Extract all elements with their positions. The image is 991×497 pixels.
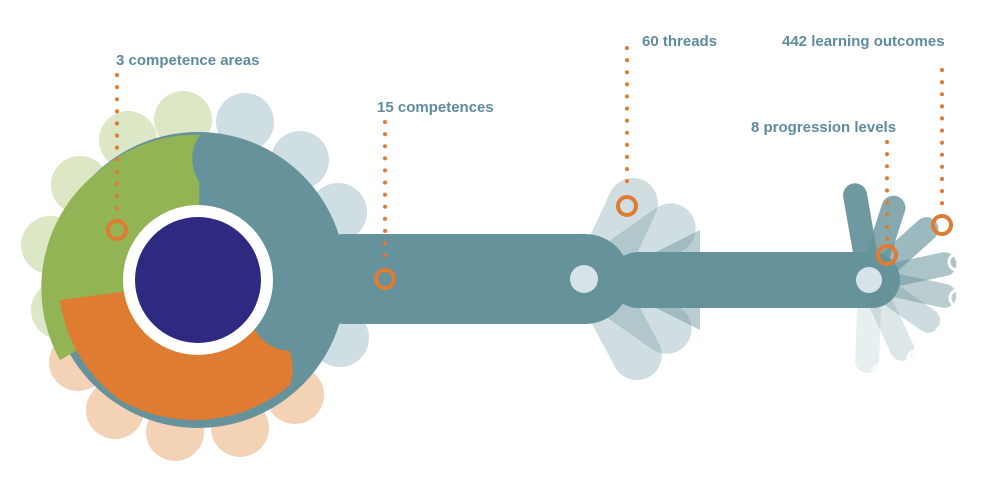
joint-competences (570, 265, 598, 293)
markers (106, 195, 953, 290)
label-competences: 15 competences (377, 99, 494, 116)
label-competence-areas: 3 competence areas (116, 52, 260, 69)
marker-competences (374, 268, 396, 290)
threads-bar (610, 252, 900, 308)
competence-wheel (41, 132, 346, 428)
label-progression-levels: 8 progression levels (751, 119, 897, 136)
competences-bar (300, 234, 630, 324)
marker-learning-outcomes (931, 214, 953, 236)
wheel-hub (135, 217, 261, 343)
marker-competence-areas (106, 219, 128, 241)
marker-progression-levels (876, 244, 898, 266)
leader-lines (115, 46, 944, 268)
label-learning-outcomes: 442 learning outcomes (782, 33, 945, 50)
label-threads: 60 threads (642, 33, 718, 50)
marker-threads (616, 195, 638, 217)
joint-threads (856, 267, 882, 293)
